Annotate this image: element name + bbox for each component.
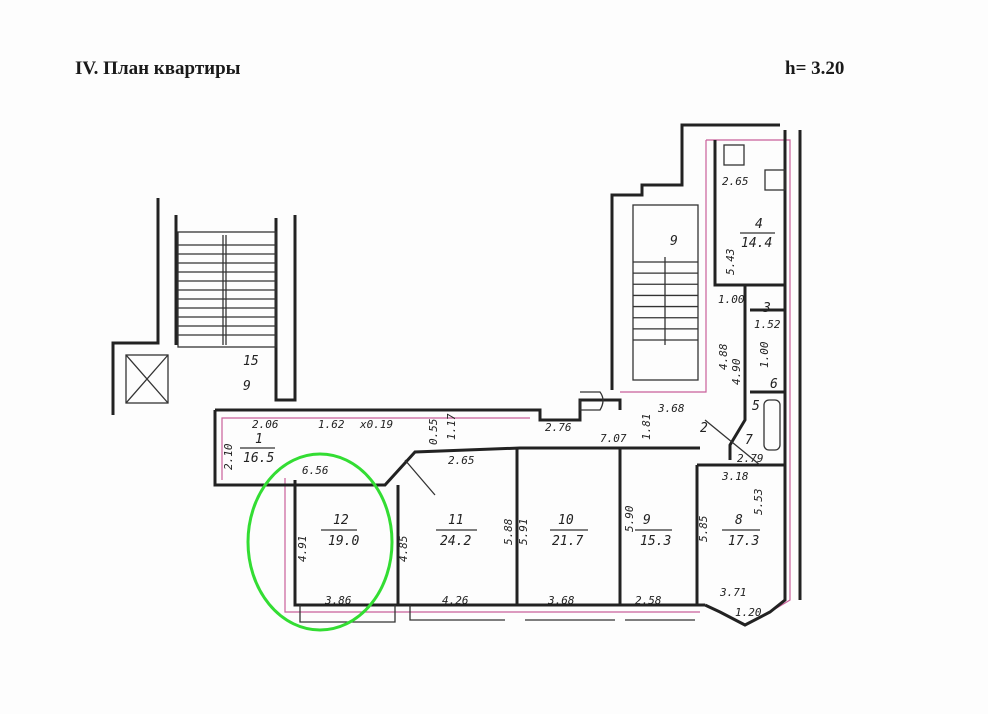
stove (764, 169, 786, 191)
plan-label: 9 (643, 513, 651, 528)
plan-label: 5.85 (697, 516, 710, 543)
plan-label: 4.85 (397, 536, 410, 563)
plan-label: 3.18 (721, 470, 749, 483)
stair-label: 15 (243, 354, 259, 369)
plan-label: 4.90 (730, 358, 743, 385)
plan-label: 6.56 (302, 464, 329, 477)
plan-label: 15.3 (640, 534, 671, 549)
room-3: 3 (762, 301, 771, 316)
plan-label: 16.5 (243, 451, 274, 466)
plan-label: 8 (735, 513, 743, 528)
highlight-room-12 (246, 452, 394, 632)
plan-label: 1 (255, 432, 263, 447)
ceiling-height: h= 3.20 (785, 58, 845, 79)
plan-label: 2.58 (635, 594, 662, 607)
plan-label: 1.00 (718, 293, 745, 306)
plan-label: 7.07 (600, 432, 627, 445)
stove (723, 144, 745, 166)
plan-label: 3.68 (547, 594, 575, 607)
plan-label: 1.17 (445, 413, 458, 440)
plan-label: 17.3 (728, 534, 759, 549)
dimension-labels: 2.06 1.62 x0.19 2.10 0.55 1.17 2.65 6.56… (222, 175, 781, 619)
room-2: 2 (700, 421, 708, 436)
plan-label: 4 (755, 217, 763, 232)
stair-label: 9 (670, 234, 678, 249)
right-staircase: 9 (610, 123, 780, 390)
plan-label: 3.71 (719, 586, 747, 599)
room-12: 12 19.0 (321, 513, 359, 549)
room-1: 116.5 (240, 432, 275, 466)
room-10: 10 21.7 (550, 513, 588, 549)
plan-label: 10 (558, 513, 574, 528)
plan-label: 12 (333, 513, 349, 528)
inner-finish-lines (221, 139, 791, 613)
plan-label: 5.53 (752, 489, 765, 516)
room-8: 817.3 (722, 513, 760, 549)
plan-label: 4.91 (296, 536, 309, 563)
plan-label: 5.88 (502, 518, 515, 545)
walls (213, 130, 802, 627)
bathtub (763, 399, 781, 451)
plan-label: 4.88 (717, 343, 730, 370)
plan-label: 3.86 (324, 594, 352, 607)
plan-label: 21.7 (552, 534, 583, 549)
room-6: 6 (770, 377, 778, 392)
plan-label: 2.06 (252, 418, 279, 431)
plan-label: 2.65 (448, 454, 475, 467)
plan-label: 5.43 (724, 249, 737, 276)
plan-label: 5.90 (623, 505, 636, 532)
room-7: 7 (745, 433, 753, 448)
plan-label: 1.81 (640, 414, 653, 441)
plan-label: 1.62 (318, 418, 345, 431)
plan-label: 11 (448, 513, 464, 528)
plan-label: 5.91 (517, 519, 530, 546)
plan-title: IV. План квартиры (75, 58, 241, 79)
plan-label: 2.10 (222, 443, 235, 470)
room-5: 5 (752, 399, 760, 414)
plan-label: x0.19 (359, 418, 393, 431)
plan-label: 14.4 (741, 236, 772, 251)
plan-label: 3.68 (657, 402, 685, 415)
room-11: 11 24.2 (436, 513, 477, 549)
plan-label: 1.20 (735, 606, 762, 619)
plan-label: 4.26 (442, 594, 469, 607)
plan-label: 2.76 (545, 421, 572, 434)
plan-label: 1.52 (754, 318, 781, 331)
stair-label: 9 (243, 379, 251, 394)
room-4: 414.4 (740, 217, 775, 251)
room-9: 915.3 (635, 513, 672, 549)
plan-label: 2.65 (722, 175, 749, 188)
plan-label: 2.79 (737, 452, 764, 465)
left-staircase: 15 9 (111, 198, 297, 415)
plan-label: 19.0 (328, 534, 359, 549)
elevator-shaft (125, 354, 169, 404)
plan-label: 1.00 (758, 341, 771, 368)
plan-label: 24.2 (440, 534, 471, 549)
plan-label: 0.55 (427, 419, 440, 446)
